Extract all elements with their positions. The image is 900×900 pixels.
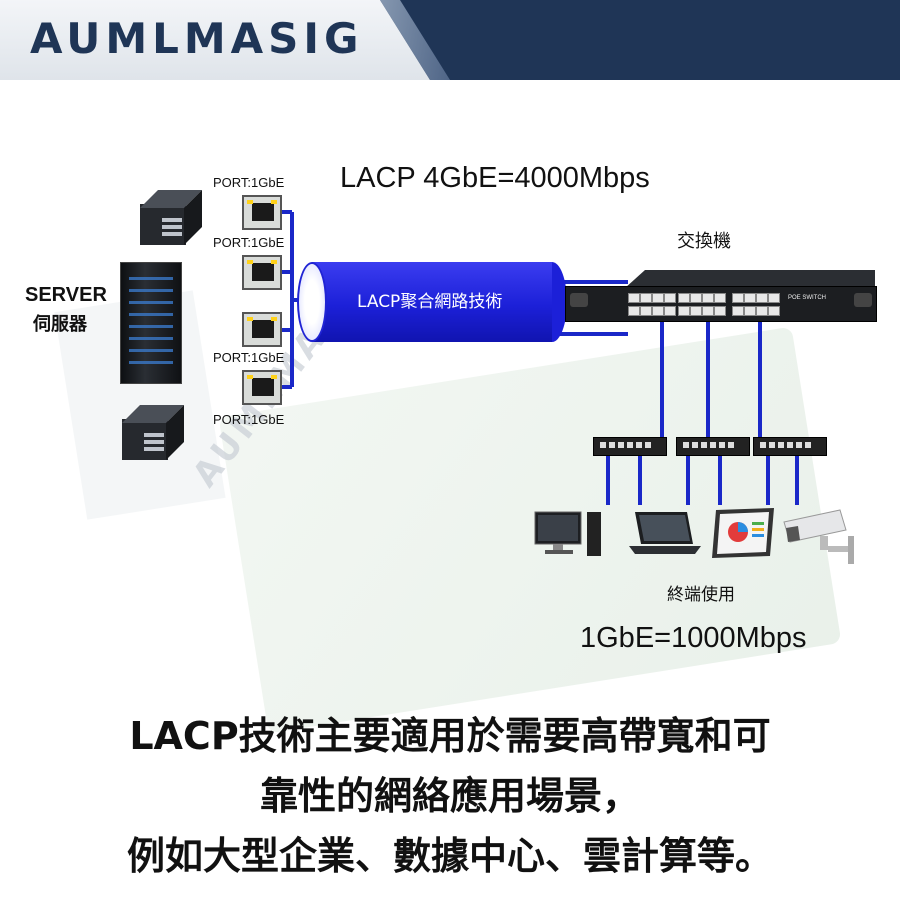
tablet-icon <box>708 506 776 560</box>
port-label-4: PORT:1GbE <box>213 412 284 427</box>
ethernet-port-icon <box>242 370 282 405</box>
caption-line-3: 例如大型企業、數據中心、雲計算等。 <box>0 825 900 880</box>
ethernet-port-icon <box>242 195 282 230</box>
switch-label: 交換機 <box>677 227 731 253</box>
port-label-3: PORT:1GbE <box>213 350 284 365</box>
caption-line-2: 靠性的網絡應用場景， <box>0 765 900 820</box>
server-label-zh: 伺服器 <box>33 310 87 336</box>
server-rack-icon <box>120 262 182 384</box>
switch-tag: POE SWITCH <box>788 295 826 301</box>
laptop-icon <box>625 510 705 558</box>
server-cube-icon <box>122 405 184 460</box>
server-label: SERVER <box>25 284 107 307</box>
ethernet-port-icon <box>242 255 282 290</box>
cylinder-label: LACP聚合網路技術 <box>357 287 502 312</box>
terminal-speed: 1GbE=1000Mbps <box>580 622 807 655</box>
poe-switch-icon: POE SWITCH <box>565 270 877 322</box>
port-label-2: PORT:1GbE <box>213 235 284 250</box>
security-camera-icon <box>778 506 858 568</box>
mini-switch-icon <box>753 437 827 456</box>
ethernet-port-icon <box>242 312 282 347</box>
caption-line-1: LACP技術主要適用於需要高帶寬和可 <box>0 705 900 760</box>
cylinder-front <box>297 262 327 342</box>
terminal-label: 終端使用 <box>667 580 735 605</box>
mini-switch-icon <box>676 437 750 456</box>
port-label-1: PORT:1GbE <box>213 175 284 190</box>
server-cube-icon <box>140 190 202 245</box>
mini-switch-icon <box>593 437 667 456</box>
desktop-computer-icon <box>533 510 608 560</box>
lacp-speed-title: LACP 4GbE=4000Mbps <box>340 162 650 195</box>
